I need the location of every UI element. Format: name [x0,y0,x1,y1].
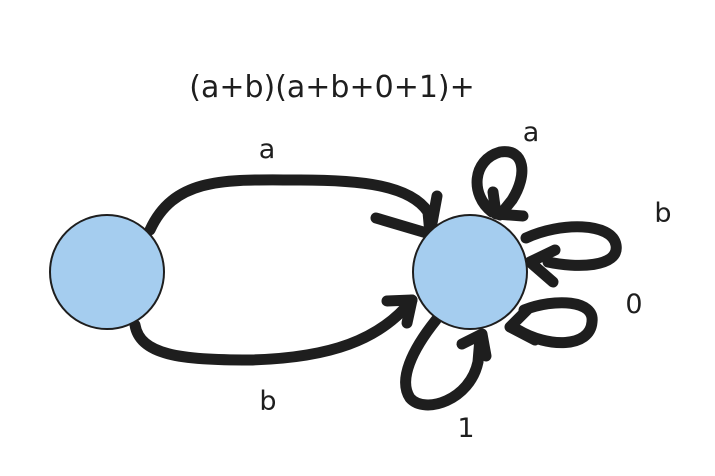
transition-a-start-to-accept [144,174,443,240]
loop-label-a: a [523,117,540,148]
self-loop-b [520,221,622,288]
edge-a-path [144,174,436,240]
state-start [49,214,165,330]
loop-0-path [512,297,598,349]
self-loop-0 [504,297,598,349]
arrowhead-b-loop [524,244,561,288]
loop-label-1: 1 [457,413,474,444]
loop-a-path [471,146,528,221]
loop-label-0: 0 [625,289,642,320]
loop-b-path [520,221,622,271]
state-accept [412,214,528,330]
loop-label-b: b [654,198,671,229]
self-loop-a [471,146,529,222]
loop-1-path [400,314,486,411]
edge-label-b: b [259,386,276,417]
self-loop-1 [400,314,492,411]
arrowhead-loop-a [487,186,529,222]
arrowhead-b [381,294,418,329]
arrowhead-loop-1 [456,328,492,362]
edge-b-path [129,294,418,366]
regex-title: (a+b)(a+b+0+1)+ [189,70,475,105]
edge-label-a: a [259,134,276,165]
transition-b-start-to-accept [129,294,418,366]
arrowhead-loop-0 [504,304,541,346]
